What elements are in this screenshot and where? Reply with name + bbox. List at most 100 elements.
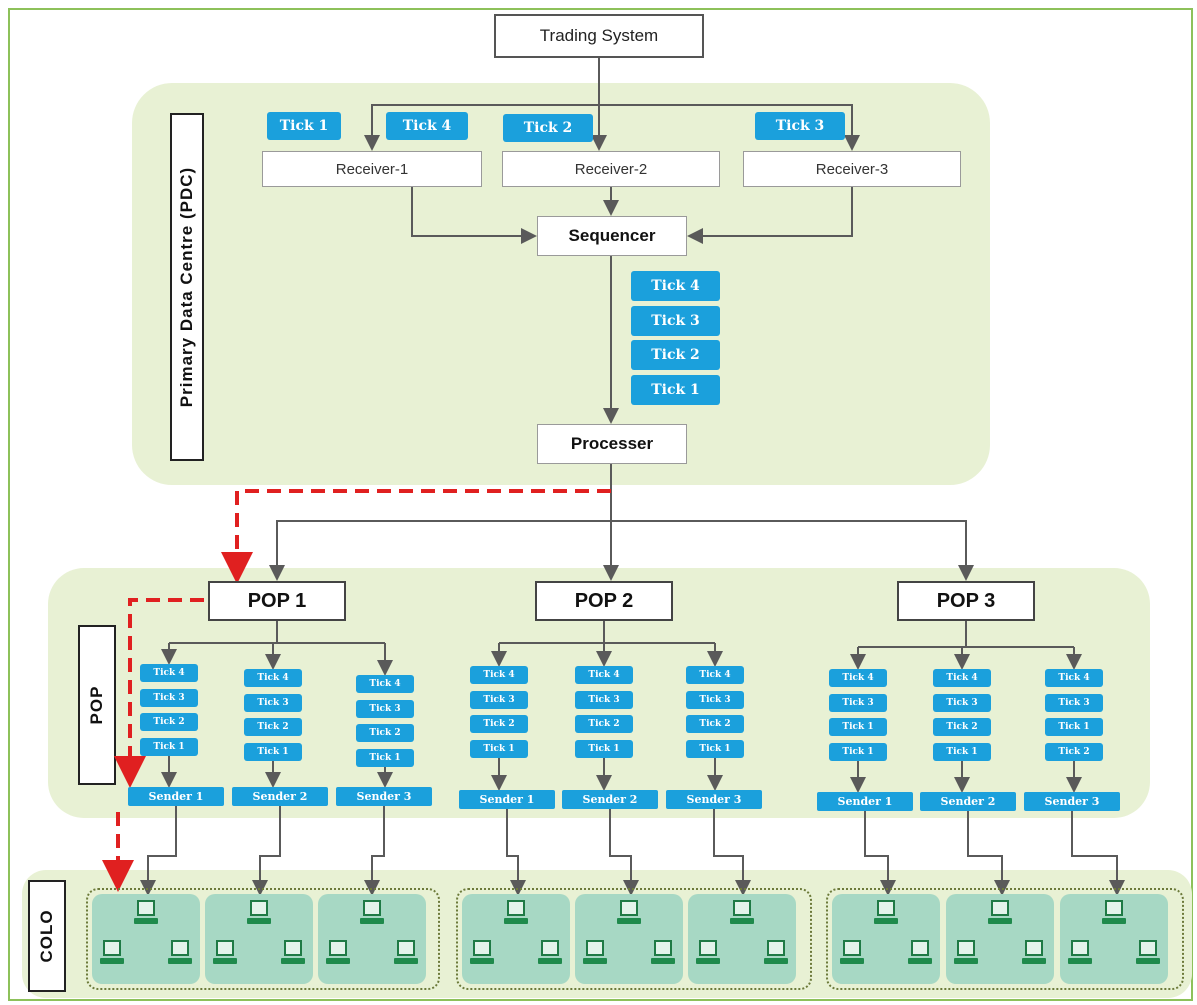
sender-to-colo-connector: [506, 809, 526, 896]
computer-terminal-icon: [360, 900, 384, 928]
sender-box: Sender 3: [1024, 792, 1120, 811]
receiver-3-to-sequencer-connector: [687, 187, 853, 244]
pop-tick: Tick 1: [933, 742, 991, 761]
pop-tick: Tick 1: [829, 718, 887, 736]
sender-box: Sender 3: [336, 787, 432, 806]
computer-terminal-icon: [988, 900, 1012, 928]
pop-tick: Tick 2: [244, 718, 302, 736]
pop-tick: Tick 2: [575, 715, 633, 733]
pop-1-box: POP 1: [208, 581, 346, 621]
computer-terminal-icon: [874, 900, 898, 928]
pop-tick: Tick 4: [575, 666, 633, 684]
pop-tick: Tick 1: [356, 748, 414, 767]
sender-to-colo-connector: [1071, 811, 1125, 896]
computer-terminal-icon: [730, 900, 754, 928]
pop-tick: Tick 4: [933, 669, 991, 687]
sender-to-colo-connector: [864, 811, 896, 896]
computer-terminal-icon: [1136, 940, 1160, 968]
sender-to-colo-connector: [140, 806, 177, 896]
trading-to-receiver-3-connector: [599, 104, 860, 151]
pop-tick: Tick 1: [686, 739, 744, 758]
sender-to-colo-connector: [713, 809, 751, 896]
processor-to-pop-3-connector: [611, 520, 974, 581]
pop-tick: Tick 3: [575, 690, 633, 709]
pop-3-box: POP 3: [897, 581, 1035, 621]
sender-box: Sender 3: [666, 790, 762, 809]
receiver-1-box: Receiver-1: [262, 151, 482, 187]
pop-tick: Tick 2: [140, 713, 198, 731]
pop-tick: Tick 4: [356, 675, 414, 693]
computer-terminal-icon: [840, 940, 864, 968]
computer-terminal-icon: [908, 940, 932, 968]
pop-tick: Tick 1: [470, 739, 528, 758]
receiver-3-box: Receiver-3: [743, 151, 961, 187]
sender-to-colo-connector: [364, 806, 385, 896]
computer-terminal-icon: [617, 900, 641, 928]
sender-box: Sender 2: [232, 787, 328, 806]
computer-terminal-icon: [213, 940, 237, 968]
pop-tick: Tick 3: [356, 699, 414, 718]
pop-tick: Tick 4: [1045, 669, 1103, 687]
sender-box: Sender 1: [459, 790, 555, 809]
pdc-top-tick: Tick 3: [755, 112, 845, 140]
pop-tick: Tick 4: [686, 666, 744, 684]
computer-terminal-icon: [538, 940, 562, 968]
pop-tick: Tick 1: [575, 739, 633, 758]
pop-tick: Tick 1: [1045, 718, 1103, 736]
computer-terminal-icon: [764, 940, 788, 968]
diagram-frame: [8, 8, 1193, 1001]
pop-tick: Tick 1: [140, 737, 198, 756]
computer-terminal-icon: [1068, 940, 1092, 968]
pop-tick: Tick 3: [829, 693, 887, 712]
pop-tick: Tick 4: [470, 666, 528, 684]
pop-tick: Tick 1: [829, 742, 887, 761]
pdc-top-tick: Tick 4: [386, 112, 468, 140]
receiver-2-box: Receiver-2: [502, 151, 720, 187]
computer-terminal-icon: [168, 940, 192, 968]
pop-tick: Tick 3: [686, 690, 744, 709]
receiver-1-to-sequencer-connector: [411, 187, 537, 244]
trading-system-box: Trading System: [494, 14, 704, 58]
colo-group: [86, 888, 440, 990]
colo-group: [456, 888, 812, 990]
colo-label-box: COLO: [28, 880, 66, 992]
pop-tick: Tick 2: [933, 718, 991, 736]
pop-tick: Tick 3: [1045, 693, 1103, 712]
pop-label-box: POP: [78, 625, 116, 785]
sender-box: Sender 2: [562, 790, 658, 809]
pdc-to-pop-bypass-connector: [221, 489, 611, 584]
pop-tick: Tick 1: [244, 742, 302, 761]
computer-terminal-icon: [504, 900, 528, 928]
pop-tick: Tick 3: [244, 693, 302, 712]
computer-terminal-icon: [100, 940, 124, 968]
sender-to-colo-connector: [609, 809, 639, 896]
computer-terminal-icon: [1102, 900, 1126, 928]
pdc-label-box: Primary Data Centre (PDC): [170, 113, 204, 461]
pop-tick: Tick 3: [933, 693, 991, 712]
pop-2-box: POP 2: [535, 581, 673, 621]
pop-tick: Tick 4: [244, 669, 302, 687]
computer-terminal-icon: [134, 900, 158, 928]
queue-tick: Tick 1: [631, 375, 720, 405]
queue-tick: Tick 4: [631, 271, 720, 301]
pop-tick: Tick 2: [356, 724, 414, 742]
sender-box: Sender 1: [128, 787, 224, 806]
sequencer-box: Sequencer: [537, 216, 687, 256]
sender-to-colo-connector: [967, 811, 1010, 896]
pop-tick: Tick 3: [470, 690, 528, 709]
processor-to-pop-1-connector: [269, 520, 611, 581]
pop-to-sender-bypass-connector: [114, 598, 204, 788]
pop-tick: Tick 4: [140, 664, 198, 682]
pdc-top-tick: Tick 1: [267, 112, 341, 140]
computer-terminal-icon: [1022, 940, 1046, 968]
sender-box: Sender 1: [817, 792, 913, 811]
computer-terminal-icon: [247, 900, 271, 928]
computer-terminal-icon: [281, 940, 305, 968]
queue-tick: Tick 3: [631, 306, 720, 336]
pop-tick: Tick 2: [686, 715, 744, 733]
computer-terminal-icon: [326, 940, 350, 968]
pop-tick: Tick 2: [470, 715, 528, 733]
computer-terminal-icon: [651, 940, 675, 968]
processor-box: Processer: [537, 424, 687, 464]
